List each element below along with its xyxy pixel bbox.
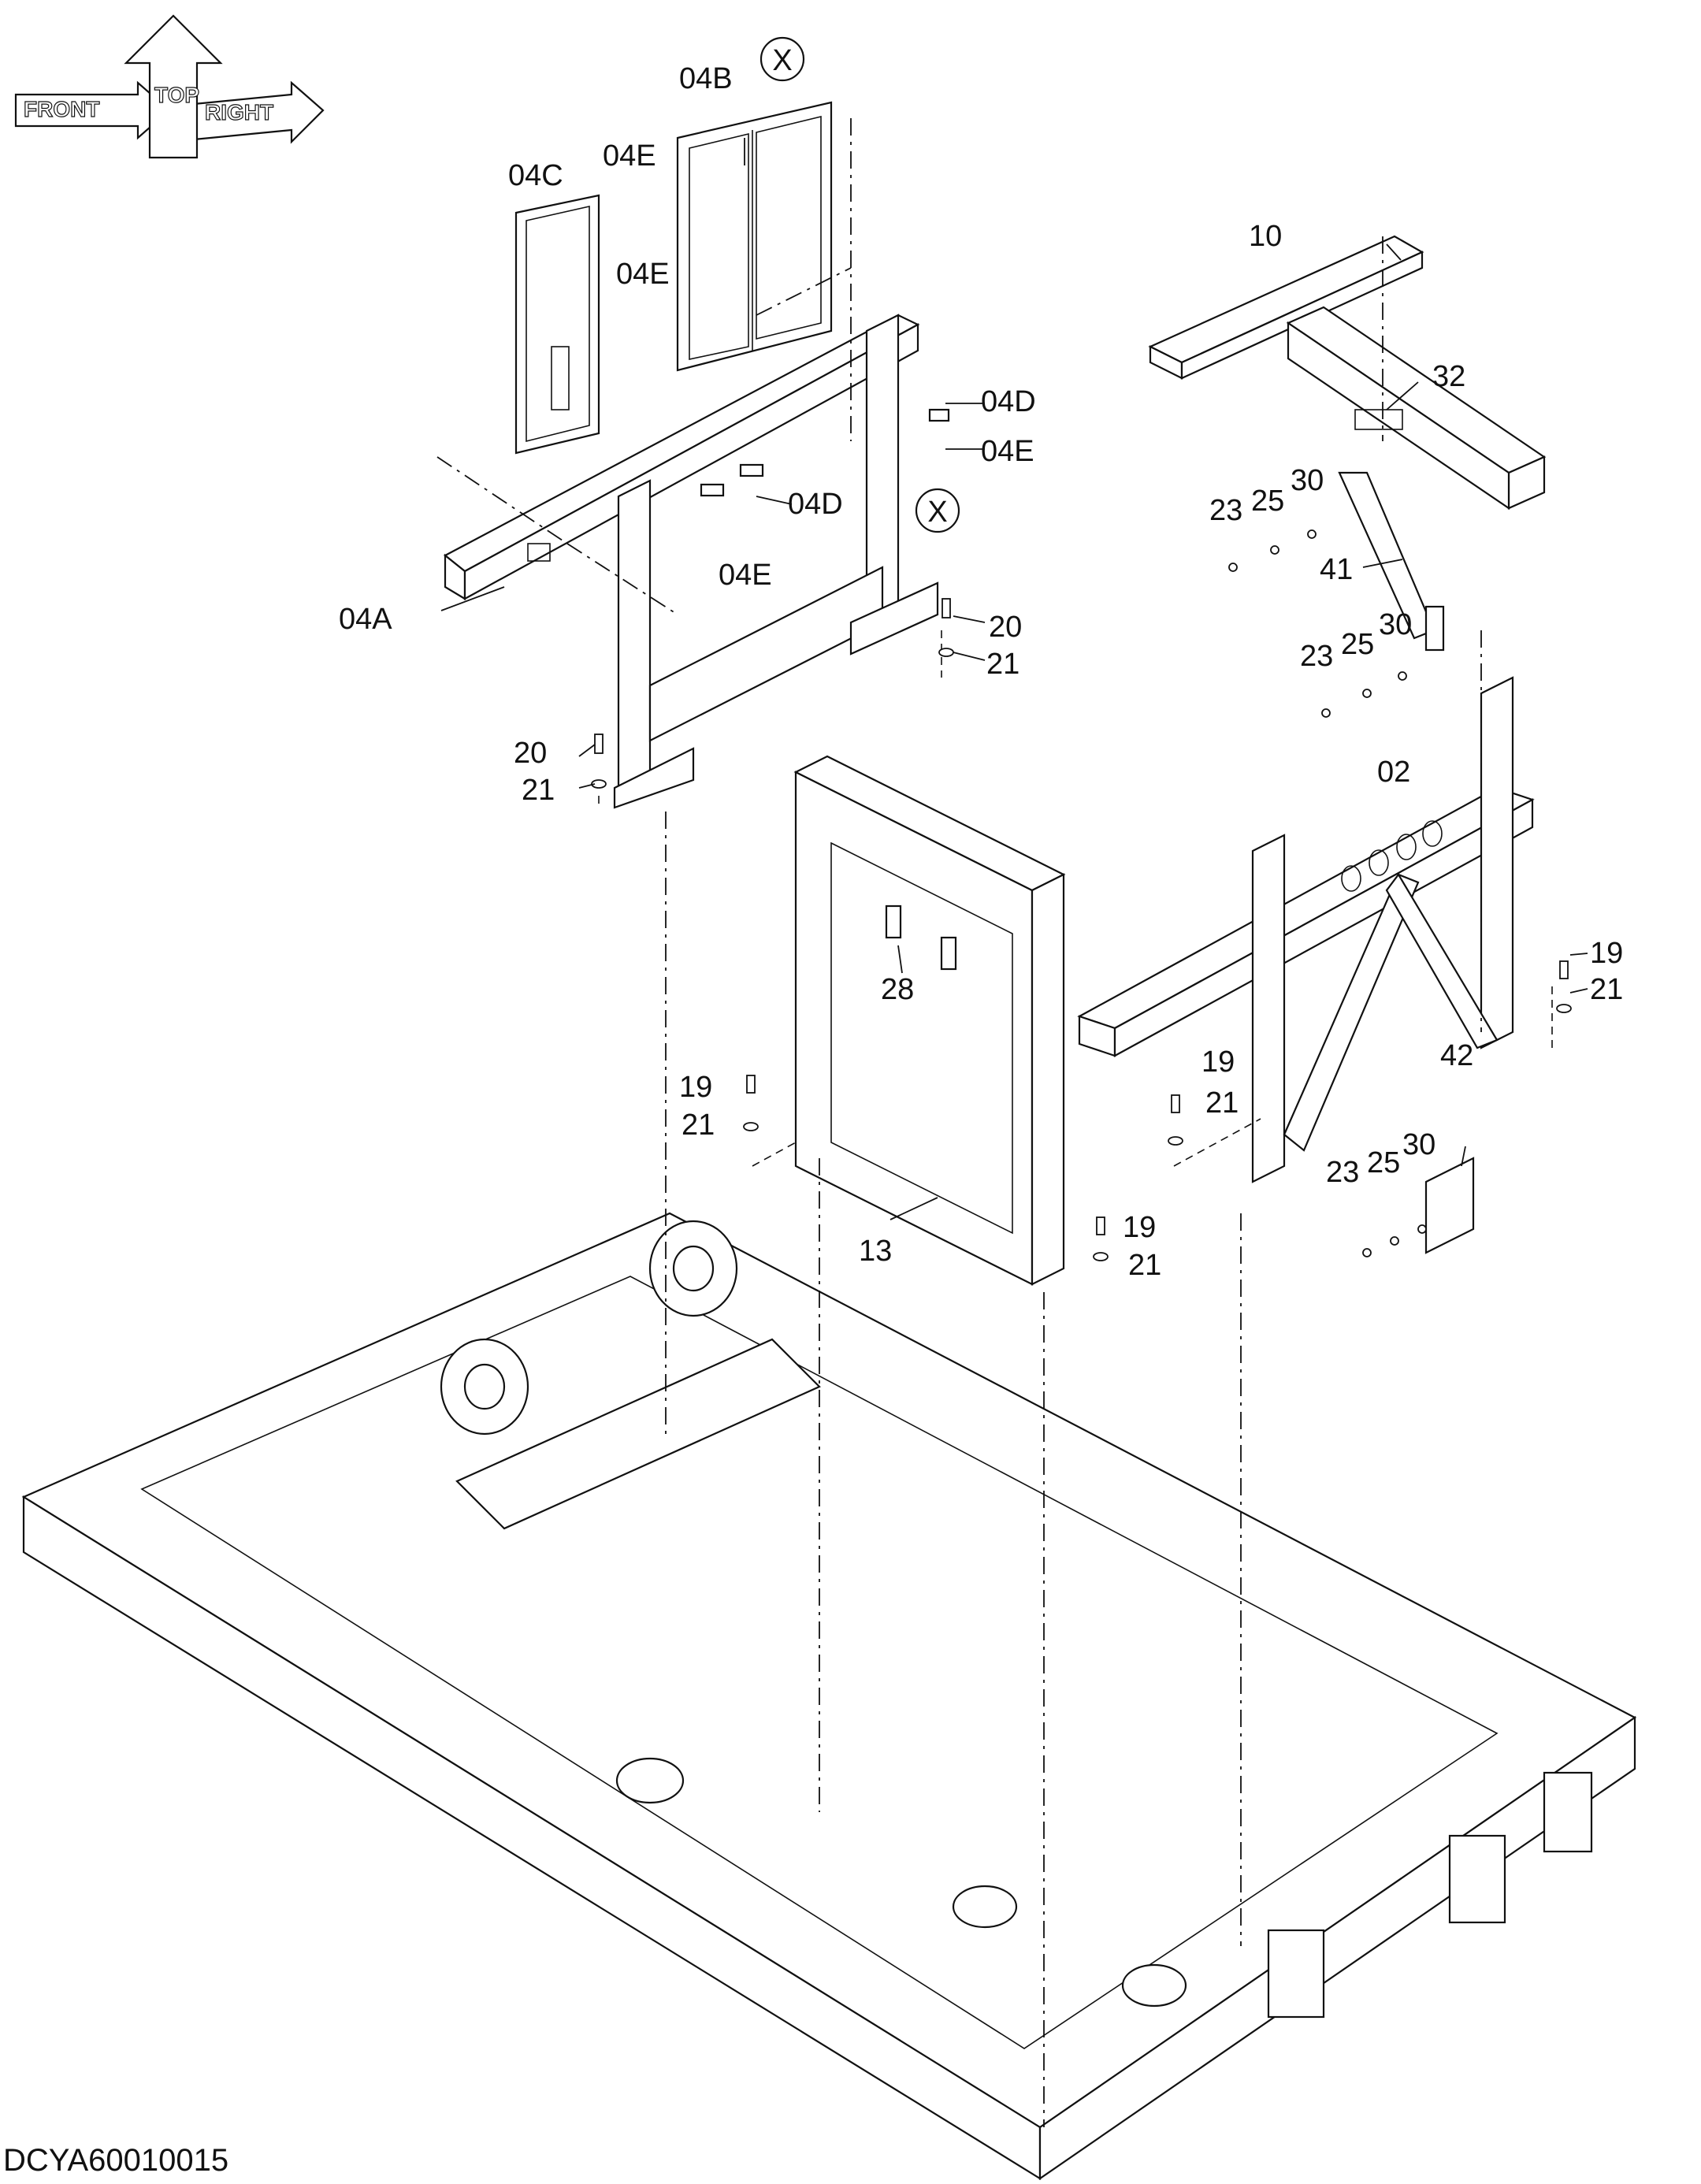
callout-labels: 04A 04B 04C 04D 04D 04E 04E 04E 04E 02 1… — [339, 62, 1623, 1282]
callout-25-c: 25 — [1367, 1146, 1400, 1179]
callout-04d-b: 04D — [788, 488, 843, 521]
callout-21-f: 21 — [1128, 1249, 1161, 1282]
callout-42: 42 — [1440, 1039, 1473, 1072]
base-frame — [21, 1212, 1637, 2181]
callout-41: 41 — [1320, 553, 1353, 586]
frame-13 — [793, 755, 1066, 1286]
callout-19-b: 19 — [1201, 1046, 1235, 1079]
callout-23-b: 23 — [1300, 640, 1333, 673]
callout-23-c: 23 — [1326, 1156, 1359, 1189]
callout-23-a: 23 — [1209, 494, 1242, 527]
brace-41 — [1338, 471, 1445, 652]
drawing-code: DCYA60010015 — [3, 2143, 228, 2178]
frame-04a — [444, 314, 939, 809]
frame-02 — [1077, 676, 1535, 1183]
callout-19-a: 19 — [1590, 937, 1623, 970]
orientation-indicator: FRONT RIGHT TOP — [14, 14, 325, 159]
callout-28: 28 — [881, 973, 914, 1006]
callout-04e-a: 04E — [603, 139, 656, 173]
callout-21-c: 21 — [1590, 973, 1623, 1006]
callout-19-d: 19 — [1123, 1211, 1156, 1244]
member-32 — [1286, 306, 1547, 511]
reference-marker-mid-label: X — [927, 496, 947, 529]
callout-30-a: 30 — [1291, 464, 1324, 497]
callout-04e-b: 04E — [616, 258, 670, 291]
callout-30-b: 30 — [1379, 608, 1412, 641]
callout-32: 32 — [1432, 360, 1465, 393]
callout-02: 02 — [1377, 756, 1410, 789]
member-10 — [1148, 235, 1424, 380]
bracket-42 — [1424, 1157, 1475, 1254]
callout-25-b: 25 — [1341, 628, 1374, 661]
reference-marker-top-label: X — [772, 44, 792, 77]
reference-marker-mid: X — [915, 488, 960, 533]
callout-04b: 04B — [679, 62, 733, 95]
callout-10: 10 — [1249, 220, 1282, 253]
callout-04e-c: 04E — [981, 435, 1034, 468]
leader-lines — [440, 138, 1588, 1220]
callout-30-c: 30 — [1402, 1128, 1435, 1161]
callout-04d-a: 04D — [981, 385, 1036, 418]
callout-04e-d: 04E — [719, 559, 772, 592]
callout-21-a: 21 — [986, 648, 1019, 681]
callout-19-c: 19 — [679, 1071, 712, 1104]
panel-04b — [676, 101, 833, 372]
alignment-lines — [436, 118, 1553, 2127]
orientation-right-label: RIGHT — [205, 100, 273, 124]
reference-marker-top: X — [760, 36, 805, 82]
fasteners — [591, 529, 1572, 1261]
panel-04c — [514, 194, 600, 455]
callout-04a: 04A — [339, 603, 392, 636]
callout-21-b: 21 — [522, 774, 555, 807]
callout-20-b: 20 — [514, 737, 547, 770]
plate-04d-group — [700, 408, 950, 497]
callout-25-a: 25 — [1251, 485, 1284, 518]
orientation-front-label: FRONT — [24, 97, 99, 121]
callout-13: 13 — [859, 1235, 892, 1268]
orientation-top-label: TOP — [154, 83, 199, 107]
callout-20-a: 20 — [989, 611, 1022, 644]
top-arrow-shape — [124, 14, 223, 159]
callout-21-e: 21 — [682, 1109, 715, 1142]
callout-21-d: 21 — [1205, 1086, 1239, 1120]
callout-04c: 04C — [508, 159, 563, 192]
